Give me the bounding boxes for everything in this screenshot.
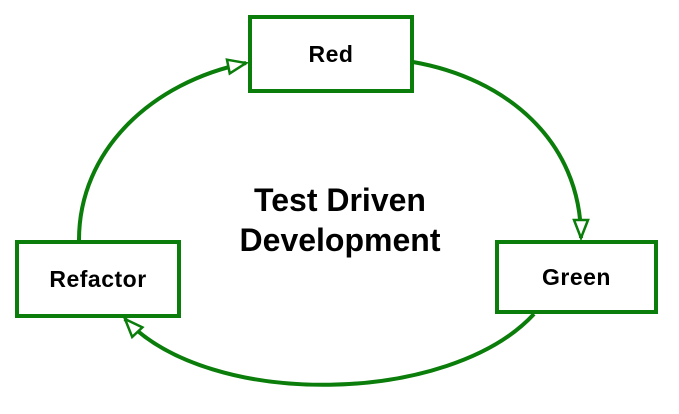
edge-red-to-green [412,60,581,238]
node-refactor-label: Refactor [49,265,147,292]
edge-refactor-to-red [77,63,246,241]
node-green-label: Green [542,263,611,290]
node-refactor: Refactor [15,240,181,318]
node-green: Green [495,240,658,314]
node-red-label: Red [308,40,354,67]
diagram-title: Test Driven Development [150,180,530,260]
diagram-title-line1: Test Driven [254,182,426,218]
node-red: Red [248,15,414,93]
diagram-title-line2: Development [239,222,441,258]
edge-green-to-refactor [125,312,536,387]
